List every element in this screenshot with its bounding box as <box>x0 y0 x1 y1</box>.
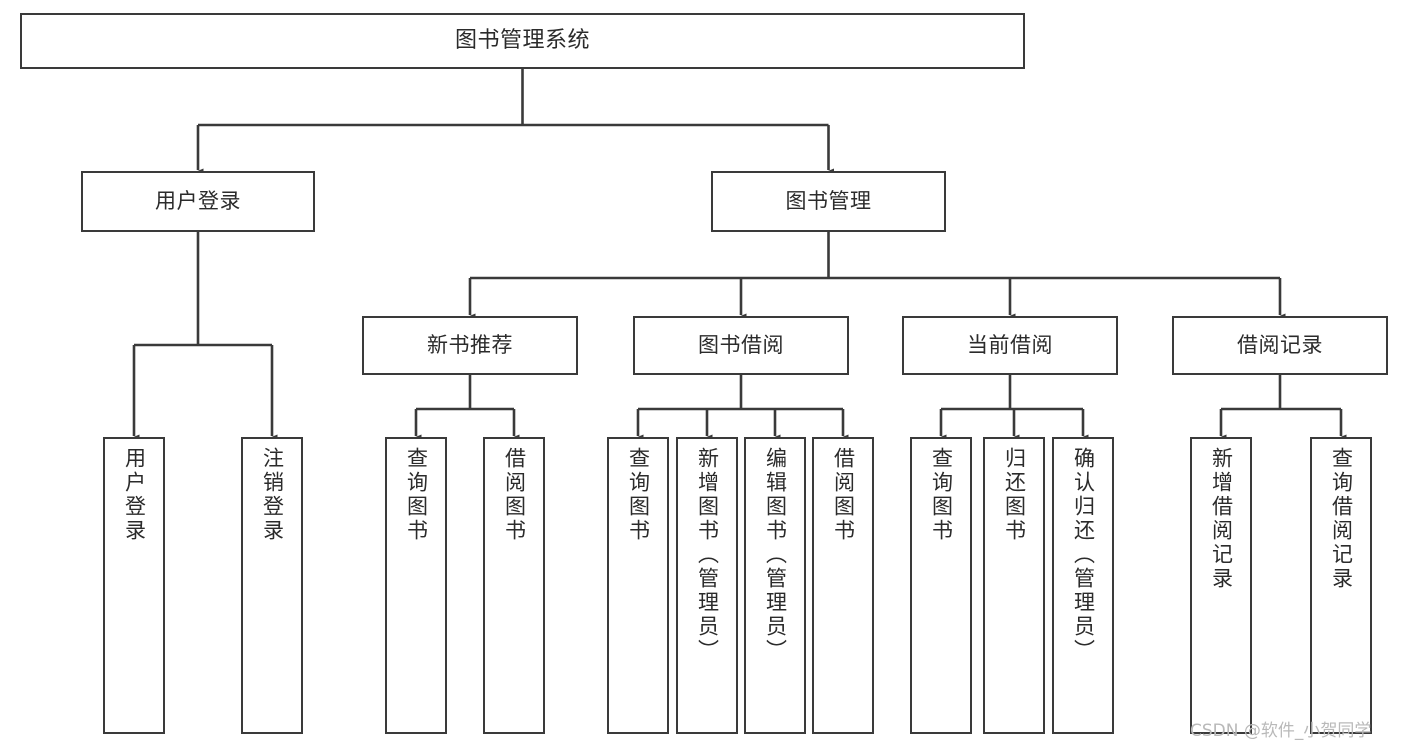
node-leaf-confirm-return-admin[interactable]: 确认归还（管理员） <box>1052 437 1114 734</box>
node-leaf-query-book-rec[interactable]: 查询图书 <box>385 437 447 734</box>
node-label: 编辑图书（管理员） <box>763 447 788 663</box>
node-label: 查询借阅记录 <box>1329 447 1354 591</box>
node-leaf-query-book-borrow[interactable]: 查询图书 <box>607 437 669 734</box>
node-label: 归还图书 <box>1002 447 1027 543</box>
node-label: 图书管理 <box>785 189 872 214</box>
node-label: 借阅图书 <box>502 447 527 543</box>
node-leaf-borrow-book[interactable]: 借阅图书 <box>812 437 874 734</box>
node-label: 查询图书 <box>404 447 429 543</box>
node-label: 图书借阅 <box>698 333 784 358</box>
node-borrow-record[interactable]: 借阅记录 <box>1172 316 1388 375</box>
node-leaf-edit-book-admin[interactable]: 编辑图书（管理员） <box>744 437 806 734</box>
node-leaf-borrow-book-rec[interactable]: 借阅图书 <box>483 437 545 734</box>
node-leaf-add-borrow-record[interactable]: 新增借阅记录 <box>1190 437 1252 734</box>
node-label: 借阅记录 <box>1237 333 1323 358</box>
node-root-system[interactable]: 图书管理系统 <box>20 13 1025 69</box>
node-label: 查询图书 <box>626 447 651 543</box>
node-current-borrow[interactable]: 当前借阅 <box>902 316 1118 375</box>
node-new-book-recommendation[interactable]: 新书推荐 <box>362 316 578 375</box>
csdn-watermark: CSDN @软件_小贺同学 <box>1190 721 1372 741</box>
node-label: 用户登录 <box>122 447 147 543</box>
node-leaf-logout[interactable]: 注销登录 <box>241 437 303 734</box>
node-book-borrow[interactable]: 图书借阅 <box>633 316 849 375</box>
node-book-manage[interactable]: 图书管理 <box>711 171 946 232</box>
node-user-login[interactable]: 用户登录 <box>81 171 315 232</box>
node-label: 确认归还（管理员） <box>1071 447 1096 663</box>
node-label: 借阅图书 <box>831 447 856 543</box>
node-label: 注销登录 <box>260 447 285 543</box>
node-label: 新书推荐 <box>427 333 513 358</box>
node-leaf-add-book-admin[interactable]: 新增图书（管理员） <box>676 437 738 734</box>
node-label: 当前借阅 <box>967 333 1053 358</box>
node-leaf-user-login[interactable]: 用户登录 <box>103 437 165 734</box>
node-leaf-query-book-current[interactable]: 查询图书 <box>910 437 972 734</box>
node-label: 新增借阅记录 <box>1209 447 1234 591</box>
node-label: 查询图书 <box>929 447 954 543</box>
node-label: 用户登录 <box>155 189 241 214</box>
node-leaf-query-borrow-record[interactable]: 查询借阅记录 <box>1310 437 1372 734</box>
node-label: 新增图书（管理员） <box>695 447 720 663</box>
node-leaf-return-book[interactable]: 归还图书 <box>983 437 1045 734</box>
node-label: 图书管理系统 <box>454 27 590 53</box>
